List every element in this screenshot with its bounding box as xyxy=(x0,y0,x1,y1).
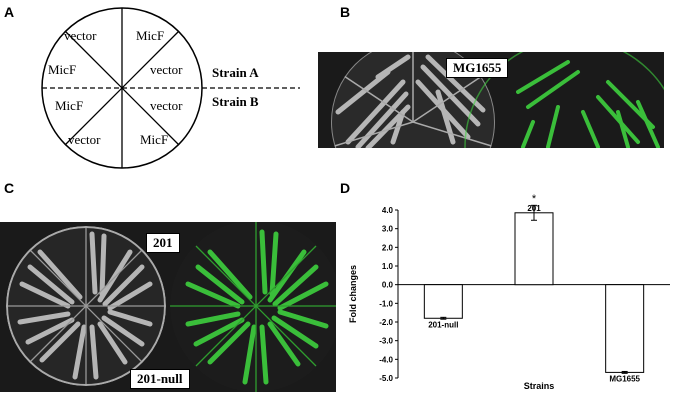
plate-photo-c xyxy=(0,222,336,392)
y-tick-label: 2.0 xyxy=(382,243,394,252)
panel-letter-a: A xyxy=(4,4,15,20)
y-tick-label: 0.0 xyxy=(382,281,394,290)
plate-photo-b-drawing xyxy=(331,52,664,148)
category-label-201: 201 xyxy=(527,204,541,213)
white-plate-c xyxy=(6,226,166,386)
strain-201-null-label: 201-null xyxy=(130,369,190,389)
bar-201 xyxy=(514,212,554,286)
y-tick-label: -3.0 xyxy=(379,337,393,346)
y-tick-label: 1.0 xyxy=(382,262,394,271)
y-tick-label: -4.0 xyxy=(379,355,393,364)
sector-bottom-right: MicF xyxy=(140,132,168,147)
panel-letter-b: B xyxy=(340,4,351,20)
strain-b-label: Strain B xyxy=(212,94,259,109)
mg1655-label: MG1655 xyxy=(446,58,509,78)
category-label-201-null: 201-null xyxy=(428,320,458,329)
green-plate-c xyxy=(170,222,336,392)
panel-letter-c: C xyxy=(4,180,15,196)
y-tick-label: 4.0 xyxy=(382,206,394,215)
fold-change-chart: 4.0 3.0 2.0 1.0 0.0 -1.0 -2.0 -3.0 -4.0 -5.0 201-… xyxy=(348,193,670,391)
y-tick-label: 3.0 xyxy=(382,225,394,234)
y-tick-label: -5.0 xyxy=(379,374,393,383)
y-axis-label: Fold changes xyxy=(348,265,358,323)
green-plate-b xyxy=(464,52,664,148)
sector-bottom-left: vector xyxy=(68,132,101,147)
bar-MG1655 xyxy=(605,284,645,373)
strain-a-label: Strain A xyxy=(212,65,259,80)
y-tick-label: -2.0 xyxy=(379,318,393,327)
category-label-MG1655: MG1655 xyxy=(609,374,640,383)
strain-201-label: 201 xyxy=(146,233,180,253)
sector-lower-left: MicF xyxy=(55,98,83,113)
sector-top-right: MicF xyxy=(136,28,164,43)
sector-upper-right: vector xyxy=(150,62,183,77)
white-plate-b xyxy=(331,52,495,148)
significance-marker: * xyxy=(532,193,537,205)
sector-lower-right: vector xyxy=(150,98,183,113)
sector-upper-left: MicF xyxy=(48,62,76,77)
plate-diagram: vector MicF MicF vector MicF vector vect… xyxy=(41,7,300,169)
panel-letter-d: D xyxy=(340,180,351,196)
bar-201-null xyxy=(423,284,463,319)
plate-photo-c-drawing xyxy=(6,222,336,392)
sector-top-left: vector xyxy=(64,28,97,43)
y-tick-label: -1.0 xyxy=(379,299,393,308)
x-axis-label: Strains xyxy=(524,381,555,391)
